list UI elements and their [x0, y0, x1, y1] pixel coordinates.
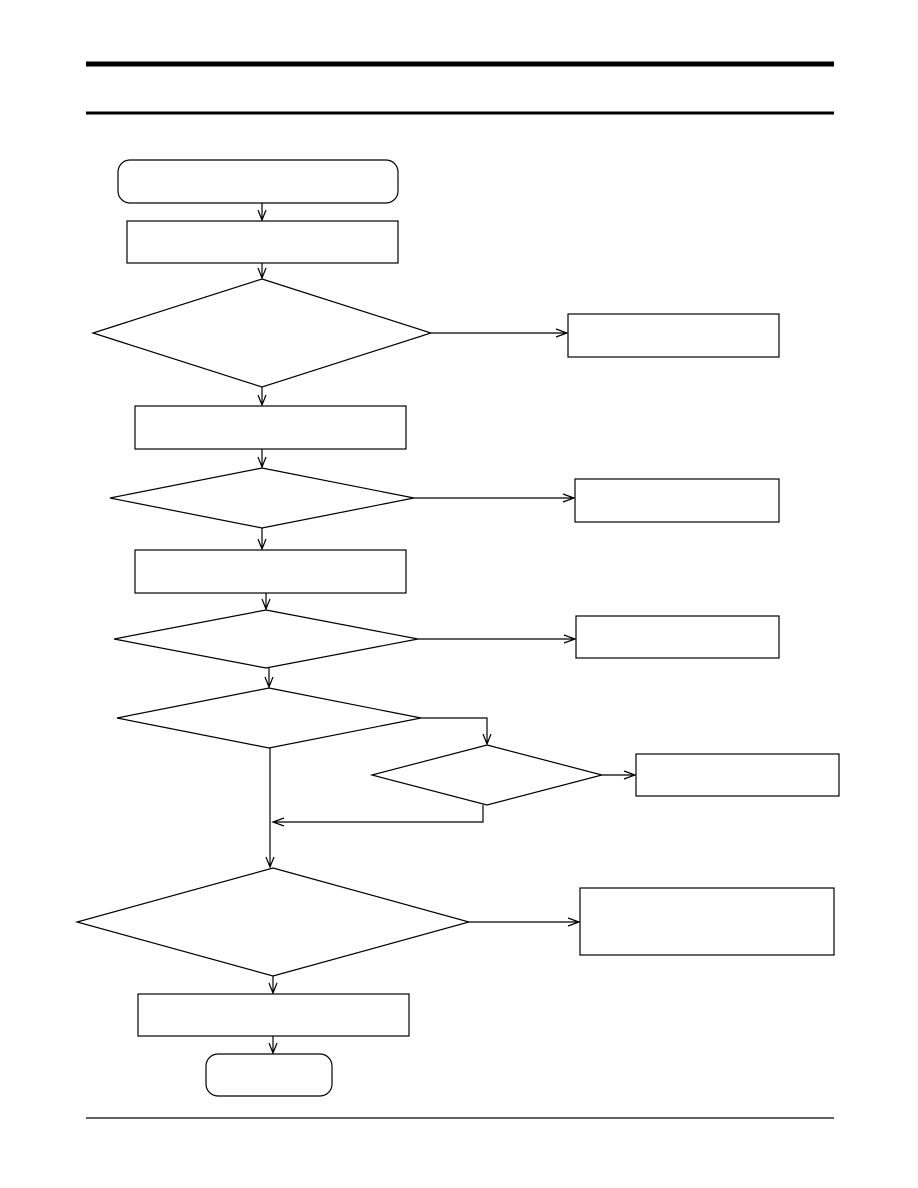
process-step-2: [134, 405, 407, 450]
decision-3: [113, 609, 419, 669]
result-box-1: [567, 313, 780, 358]
decision-5: [369, 744, 605, 806]
result-box-2: [574, 478, 780, 523]
connector-step3-decision3: [261, 593, 271, 611]
connector-start-step1: [257, 203, 267, 222]
connector-decision1-result1: [431, 328, 569, 338]
connector-step4-end: [268, 1036, 278, 1055]
decision-1: [91, 278, 433, 388]
connector-decision3-decision4: [264, 668, 274, 689]
start-terminator: [117, 159, 399, 204]
connector-decision6-result6: [469, 917, 581, 927]
process-step-1: [126, 220, 399, 264]
connector-decision5-result5: [602, 770, 637, 780]
decision-4: [116, 687, 422, 749]
result-box-5: [635, 753, 840, 797]
result-box-6: [579, 887, 835, 956]
decision-2: [109, 467, 415, 529]
connector-decision4-decision5: [421, 717, 492, 746]
process-step-3: [134, 549, 407, 594]
connector-step2-decision2: [257, 449, 267, 469]
connector-step1-decision1: [257, 263, 267, 280]
connector-decision4-decision6: [265, 748, 275, 869]
end-terminator: [205, 1053, 333, 1097]
connector-decision6-step4: [268, 976, 278, 995]
process-step-4: [137, 993, 410, 1037]
connector-decision2-result2: [414, 493, 576, 503]
connector-decision3-result3: [418, 634, 577, 644]
connector-decision2-step3: [257, 528, 267, 551]
decision-6: [74, 867, 472, 977]
connector-decision5-merge: [271, 805, 484, 827]
connector-decision1-step2: [257, 387, 267, 407]
result-box-3: [575, 615, 780, 659]
